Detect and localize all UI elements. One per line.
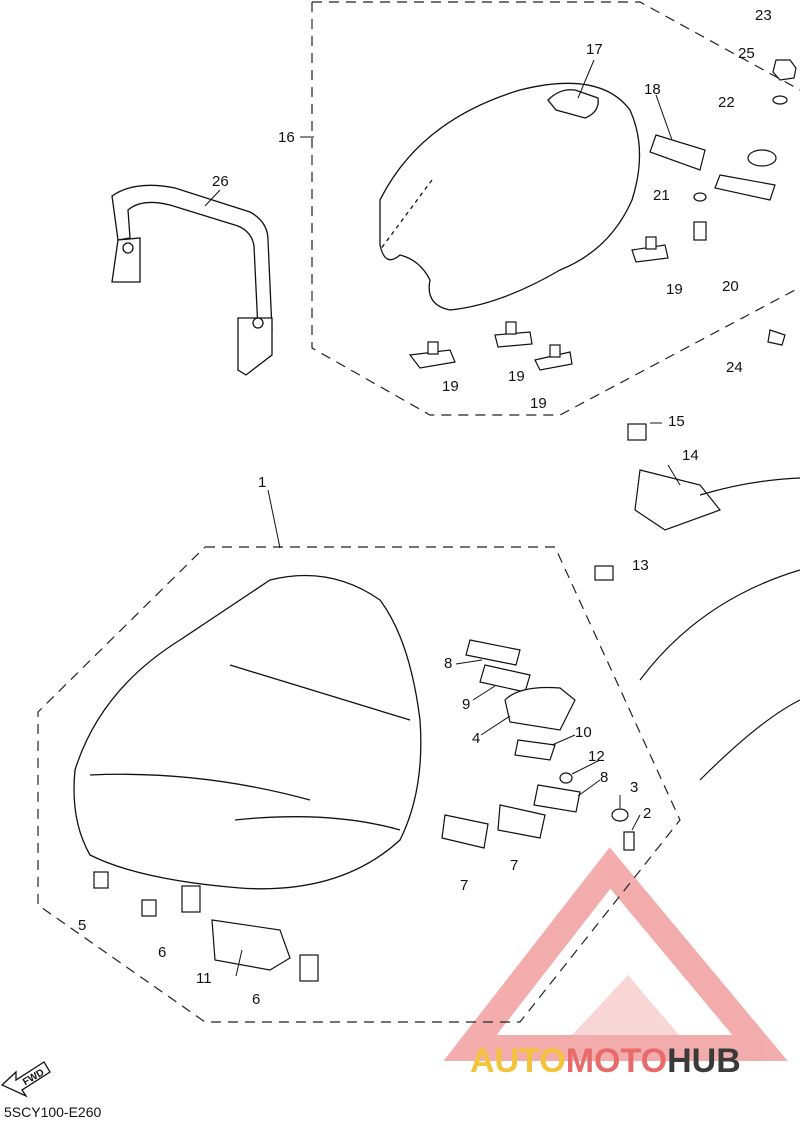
fender-bracket [594, 423, 800, 781]
grab-bar [111, 184, 273, 376]
callout-labels: 1 2 3 4 5 6 6 7 7 8 8 9 10 11 12 13 14 1… [78, 7, 772, 1008]
callout-6a: 6 [158, 944, 166, 961]
callout-12: 12 [588, 748, 605, 765]
seat-posts [93, 871, 319, 982]
callout-6b: 6 [252, 991, 260, 1008]
callout-13: 13 [632, 557, 649, 574]
leader-lines [204, 59, 681, 977]
callout-5: 5 [78, 917, 86, 934]
callout-22: 22 [718, 94, 735, 111]
watermark-text-moto: MOTO [565, 1042, 668, 1080]
callout-19d: 19 [666, 281, 683, 298]
part-code: 5SCY100-E260 [4, 1104, 102, 1120]
seat-clips [408, 236, 669, 371]
callout-16: 16 [278, 129, 295, 146]
callout-11: 11 [196, 970, 212, 987]
callout-19a: 19 [442, 378, 459, 395]
watermark-logo-icon [443, 847, 788, 1061]
callout-8b: 8 [600, 769, 608, 786]
watermark-text: AUTOMOTOHUB [470, 1042, 741, 1081]
main-seat-brackets [441, 639, 635, 851]
watermark-text-hub: HUB [667, 1042, 741, 1080]
callout-18: 18 [644, 81, 661, 98]
callout-8a: 8 [444, 655, 452, 672]
callout-21: 21 [653, 187, 670, 204]
callout-23: 23 [755, 7, 772, 24]
callout-19b: 19 [508, 368, 525, 385]
callout-9: 9 [462, 696, 470, 713]
fwd-label: FWD [21, 1067, 46, 1088]
upper-assembly-boundary [311, 1, 800, 416]
callout-4: 4 [472, 730, 480, 747]
callout-1: 1 [258, 474, 266, 491]
main-seat [73, 574, 422, 890]
callout-7b: 7 [510, 857, 518, 874]
callout-24: 24 [726, 359, 743, 376]
callout-7a: 7 [460, 877, 468, 894]
lower-assembly-boundary [37, 546, 681, 1023]
callout-17: 17 [586, 41, 603, 58]
seat-bracket [649, 59, 797, 346]
callout-14: 14 [682, 447, 699, 464]
callout-20: 20 [722, 278, 739, 295]
callout-15: 15 [668, 413, 685, 430]
callout-2: 2 [643, 805, 651, 822]
fwd-arrow-icon: FWD [0, 1061, 51, 1098]
callout-25: 25 [738, 45, 755, 62]
watermark-text-auto: AUTO [470, 1042, 566, 1080]
passenger-seat [379, 82, 641, 311]
callout-19c: 19 [530, 395, 547, 412]
callout-10: 10 [575, 724, 592, 741]
callout-26: 26 [212, 173, 229, 190]
callout-3: 3 [630, 779, 638, 796]
